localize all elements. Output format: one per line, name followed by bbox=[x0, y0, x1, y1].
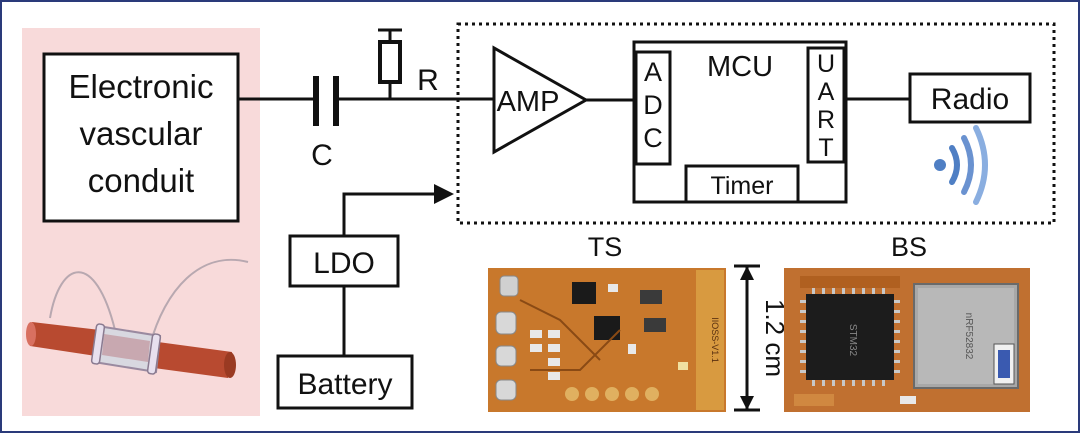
ts-label: TS bbox=[588, 232, 623, 262]
battery-label: Battery bbox=[297, 368, 392, 401]
resistor-body bbox=[378, 40, 402, 84]
uart-letter-r: R bbox=[817, 106, 835, 134]
wire-ldo-enclosure bbox=[342, 192, 436, 236]
bs-board-photo: STM32 nRF52832 bbox=[784, 268, 1030, 412]
uart-box bbox=[806, 46, 846, 164]
mcu-label: MCU bbox=[707, 51, 773, 83]
conduit-box bbox=[42, 52, 240, 223]
radio-box bbox=[908, 72, 1032, 124]
ts-silkscreen: IIOSS-V1.1 bbox=[710, 317, 720, 363]
adc-letter-c: C bbox=[643, 123, 663, 153]
bs-module-marking: nRF52832 bbox=[963, 313, 974, 360]
system-enclosure bbox=[456, 22, 1056, 225]
power-arrow-head bbox=[434, 184, 454, 204]
conduit-label-line3: conduit bbox=[88, 162, 194, 199]
radio-label: Radio bbox=[931, 83, 1009, 116]
capacitor-label: C bbox=[311, 139, 333, 172]
timer-label: Timer bbox=[711, 172, 774, 200]
uart-letter-u: U bbox=[817, 50, 835, 78]
adc-letter-d: D bbox=[643, 90, 663, 120]
amp-triangle bbox=[492, 45, 590, 155]
ldo-label: LDO bbox=[313, 247, 375, 280]
conduit-label-line2: vascular bbox=[80, 115, 203, 152]
resistor-label: R bbox=[417, 64, 439, 97]
adc-letter-a: A bbox=[644, 57, 662, 87]
uart-letter-t: T bbox=[818, 134, 833, 162]
conduit-label-line1: Electronic bbox=[69, 68, 214, 105]
uart-letter-a: A bbox=[818, 78, 835, 106]
ts-board-photo: IIOSS-V1.1 bbox=[488, 268, 726, 412]
wireless-signal-icon bbox=[934, 125, 988, 205]
timer-box bbox=[684, 164, 800, 204]
dimension-marker bbox=[734, 264, 760, 412]
bs-label: BS bbox=[891, 232, 927, 262]
adc-box bbox=[634, 50, 672, 166]
bs-chip-marking: STM32 bbox=[847, 324, 858, 357]
battery-box bbox=[276, 354, 414, 410]
vessel-illustration bbox=[26, 259, 249, 378]
amp-label: AMP bbox=[497, 86, 560, 118]
